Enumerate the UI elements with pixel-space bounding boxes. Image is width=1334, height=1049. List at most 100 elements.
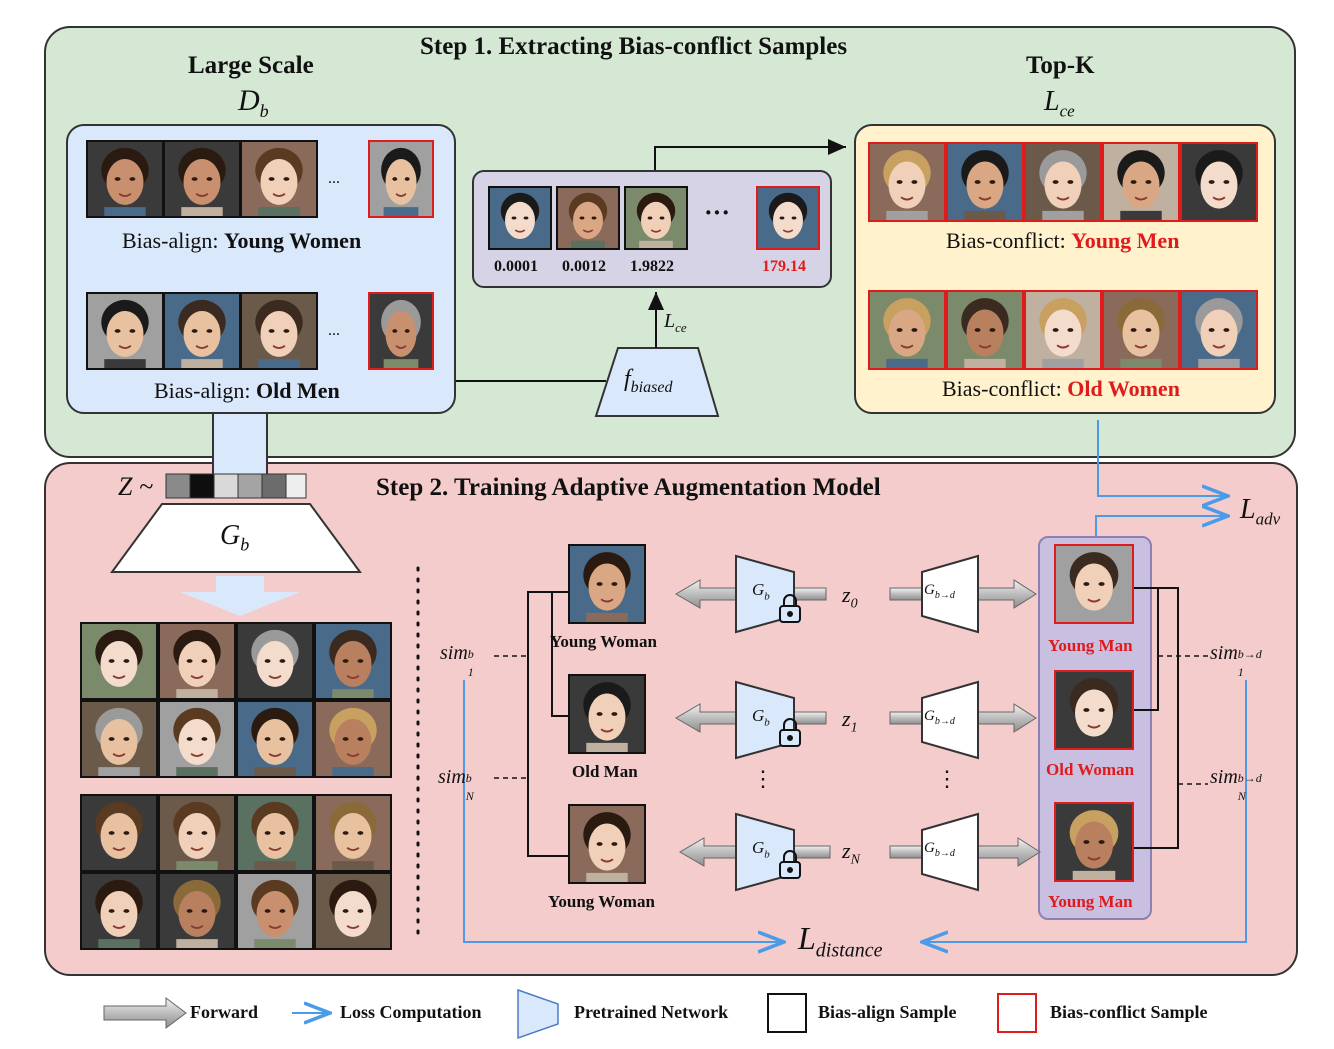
old-woman-face	[1102, 290, 1180, 370]
old-woman-face	[946, 290, 1024, 370]
bias-conflict-young-men-caption: Bias-conflict: Young Men	[946, 228, 1180, 253]
aug-generator-label-1: Gb→d	[924, 582, 955, 601]
old-woman-face	[868, 290, 946, 370]
old-woman-face	[1024, 290, 1102, 370]
generated-face	[158, 622, 236, 700]
source-face	[568, 544, 646, 624]
generator-output-arrow	[180, 576, 300, 616]
generated-face	[236, 872, 314, 950]
young-man-face	[1102, 142, 1180, 222]
legend-bias-conflict-label: Bias-conflict Sample	[1050, 1002, 1208, 1022]
old-woman-face	[1180, 290, 1258, 370]
generated-face	[314, 872, 392, 950]
generated-face	[80, 622, 158, 700]
legend-forward-arrow	[103, 997, 187, 1029]
aug-generator-label-3: Gb→d	[924, 840, 955, 859]
z0-label: z0	[842, 582, 858, 612]
latent-z-label: Z ~	[118, 472, 154, 501]
legend-loss-label: Loss Computation	[340, 1002, 482, 1022]
old-man-face	[86, 292, 164, 370]
bias-conflict-face	[368, 140, 434, 218]
score-1: 0.0001	[494, 258, 538, 275]
augmented-face	[1054, 802, 1134, 882]
step1-title: Step 1. Extracting Bias-conflict Samples	[420, 33, 848, 60]
lock-icon	[779, 594, 801, 879]
frozen-generator-label-2: Gb	[752, 706, 770, 729]
vdots-left: ⋮	[752, 766, 774, 791]
vdots-right: ⋮	[936, 766, 958, 791]
old-man-face	[240, 292, 318, 370]
target-label-1: Young Man	[1048, 636, 1133, 655]
bias-conflict-old-women-caption: Bias-conflict: Old Women	[942, 376, 1180, 401]
lce-label: Lce	[664, 310, 687, 335]
latent-code-bar	[165, 473, 307, 499]
frozen-generator-label-1: Gb	[752, 580, 770, 603]
source-label-1: Young Woman	[550, 632, 657, 651]
generated-face	[158, 794, 236, 872]
score-3: 1.9822	[630, 258, 674, 275]
old-man-face	[163, 292, 241, 370]
young-woman-face	[240, 140, 318, 218]
young-man-face	[868, 142, 946, 222]
bias-align-old-men-caption: Bias-align: Old Men	[154, 378, 340, 403]
bias-conflict-face	[368, 292, 434, 370]
augmented-face	[1054, 670, 1134, 750]
generated-face	[236, 794, 314, 872]
source-face	[568, 674, 646, 754]
zn-label: zN	[842, 838, 860, 868]
biased-classifier-shape	[594, 347, 720, 417]
step2-title: Step 2. Training Adaptive Augmentation M…	[376, 474, 881, 501]
score-2: 0.0012	[562, 258, 606, 275]
dataset-symbol: Db	[238, 84, 269, 121]
ranked-conflict-face	[756, 186, 820, 250]
ranked-face	[624, 186, 688, 250]
ellipsis-row1: ...	[328, 170, 340, 187]
legend-forward-label: Forward	[190, 1002, 258, 1022]
biased-classifier-label: fbiased	[624, 366, 673, 396]
frozen-generator-label-3: Gb	[752, 838, 770, 861]
legend-bias-align-label: Bias-align Sample	[818, 1002, 957, 1022]
adv-loss-label: Ladv	[1240, 494, 1281, 529]
target-label-3: Young Man	[1048, 892, 1133, 911]
topk-symbol: Lce	[1044, 86, 1075, 121]
young-man-face	[1024, 142, 1102, 222]
source-label-3: Young Woman	[548, 892, 655, 911]
legend-bias-conflict-box	[997, 993, 1037, 1033]
generated-face	[314, 700, 392, 778]
generated-face	[314, 622, 392, 700]
ranking-ellipsis: ···	[704, 198, 731, 227]
legend-pretrained-shape	[517, 988, 559, 1040]
ranked-face	[488, 186, 552, 250]
score-4: 179.14	[762, 258, 806, 275]
topk-heading: Top-K	[1026, 52, 1095, 79]
generated-face	[80, 794, 158, 872]
data-connector	[212, 406, 268, 474]
bias-align-young-women-caption: Bias-align: Young Women	[122, 228, 362, 253]
source-label-2: Old Man	[572, 762, 638, 781]
distance-loss-label: Ldistance	[798, 920, 883, 962]
generated-face	[80, 700, 158, 778]
aug-generator-label-2: Gb→d	[924, 708, 955, 727]
generator-shape	[110, 503, 362, 573]
young-woman-face	[163, 140, 241, 218]
young-man-face	[1180, 142, 1258, 222]
ranked-face	[556, 186, 620, 250]
augmentation-generators	[921, 554, 979, 892]
young-woman-face	[86, 140, 164, 218]
young-man-face	[946, 142, 1024, 222]
generator-label: Gb	[220, 520, 250, 555]
generated-face	[80, 872, 158, 950]
legend-pretrained-label: Pretrained Network	[574, 1002, 729, 1022]
source-face	[568, 804, 646, 884]
generated-face	[236, 622, 314, 700]
ellipsis-row2: ...	[328, 322, 340, 339]
generated-face	[236, 700, 314, 778]
z1-label: z1	[842, 706, 858, 736]
large-scale-heading: Large Scale	[188, 52, 314, 79]
augmented-face	[1054, 544, 1134, 624]
